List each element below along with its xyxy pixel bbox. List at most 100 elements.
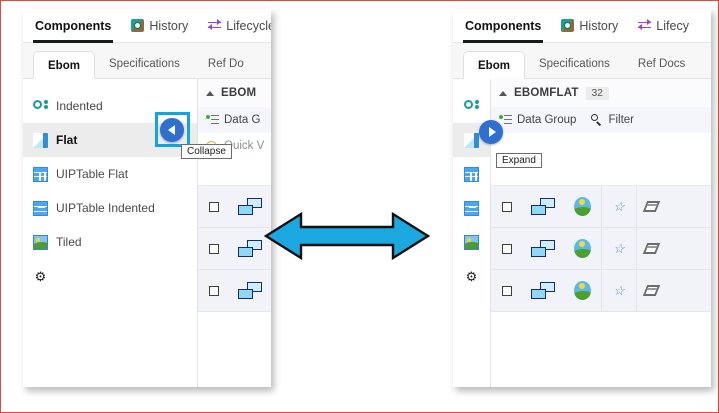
sidebar-item-settings[interactable]: ⚙: [453, 259, 490, 293]
tab-components[interactable]: Components: [462, 9, 544, 43]
part-icon: [230, 282, 270, 299]
left-group-header: EBOM: [198, 79, 271, 107]
sidebar-item-uiptable-flat[interactable]: UIPTable Flat: [23, 157, 197, 191]
chevron-up-icon[interactable]: [206, 90, 214, 96]
gear-icon: ⚙: [34, 268, 47, 284]
expand-tooltip: Expand: [496, 153, 542, 168]
sidebar-item-uiptable-flat[interactable]: [453, 157, 490, 191]
left-data-group-label: Data G: [224, 114, 261, 126]
chevron-right-icon: [488, 127, 496, 137]
part-icon: [523, 282, 563, 299]
tab-lifecycle-label: Lifecycle: [226, 18, 271, 33]
left-quick-view-label: Quick V: [224, 140, 265, 152]
tag-icon: [636, 270, 671, 311]
sidebar-item-uiptable-flat-label: UIPTable Flat: [56, 167, 129, 181]
row-checkbox[interactable]: [198, 201, 230, 212]
left-top-nav: Components History Lifecycle: [23, 9, 271, 43]
chevron-left-icon: [167, 125, 175, 135]
right-panel-collapsed-sidebar: Components History Lifecy Ebom Specifica…: [453, 9, 711, 387]
history-icon: [561, 19, 575, 32]
sidebar-item-uiptable-indented[interactable]: UIPTable Indented: [23, 191, 197, 225]
uiptable-flat-icon: [33, 166, 48, 182]
flat-icon: [33, 132, 48, 148]
right-filter-label: Filter: [608, 114, 635, 126]
chevron-up-icon[interactable]: [499, 90, 507, 96]
tiled-icon: [464, 234, 479, 250]
gear-icon: ⚙: [465, 268, 478, 284]
part-icon: [523, 240, 563, 257]
tag-icon: [636, 186, 671, 227]
left-panel-expanded-sidebar: Components History Lifecycle Ebom Specif…: [23, 9, 271, 387]
left-body-split: Indented Flat UIPTable Flat UIPTable Ind…: [23, 79, 271, 387]
tab-lifecycle-label: Lifecy: [656, 18, 689, 33]
sidebar-item-tiled[interactable]: Tiled: [23, 225, 197, 259]
right-data-group-button[interactable]: Data Group: [499, 114, 576, 127]
subtab-specifications[interactable]: Specifications: [108, 58, 180, 70]
expand-button[interactable]: [479, 120, 503, 144]
row-checkbox[interactable]: [491, 285, 523, 296]
row-checkbox[interactable]: [198, 243, 230, 254]
right-toolbar: Data Group Filter: [491, 107, 711, 133]
uiptable-indented-icon: [464, 200, 479, 216]
data-group-icon: [206, 114, 219, 127]
sidebar-item-tiled-label: Tiled: [56, 235, 82, 249]
uiptable-indented-icon: [33, 200, 48, 216]
tiled-icon: [33, 234, 48, 250]
globe-icon: [563, 239, 601, 258]
star-icon[interactable]: ☆: [601, 186, 636, 227]
row-checkbox[interactable]: [491, 201, 523, 212]
left-sub-tabs: Ebom Specifications Ref Do: [23, 43, 271, 79]
subtab-ebom[interactable]: Ebom: [33, 51, 95, 79]
tab-lifecycle[interactable]: Lifecy: [638, 9, 689, 43]
sidebar-item-uiptable-indented[interactable]: [453, 191, 490, 225]
star-icon[interactable]: ☆: [601, 228, 636, 269]
sidebar-item-indented[interactable]: [453, 89, 490, 123]
globe-icon: [563, 197, 601, 216]
row-checkbox[interactable]: [491, 243, 523, 254]
table-row[interactable]: ☆: [491, 228, 711, 270]
data-group-icon: [499, 114, 512, 127]
magnifier-icon: [590, 113, 603, 127]
right-filter-button[interactable]: Filter: [590, 113, 635, 127]
right-group-badge: 32: [585, 86, 609, 100]
sidebar-item-indented[interactable]: Indented: [23, 89, 197, 123]
row-checkbox[interactable]: [198, 285, 230, 296]
table-row[interactable]: [198, 228, 271, 270]
history-icon: [131, 19, 145, 32]
tab-components-label: Components: [35, 18, 112, 33]
part-icon: [523, 198, 563, 215]
subtab-specifications[interactable]: Specifications: [538, 58, 610, 70]
tab-lifecycle[interactable]: Lifecycle: [208, 9, 271, 43]
sidebar-item-settings[interactable]: ⚙: [23, 259, 197, 293]
table-row[interactable]: [198, 270, 271, 312]
table-row[interactable]: ☆: [491, 270, 711, 312]
right-top-nav: Components History Lifecy: [453, 9, 711, 43]
subtab-ref-docs[interactable]: Ref Do: [207, 58, 244, 70]
subtab-ebom[interactable]: Ebom: [463, 51, 525, 79]
tab-history[interactable]: History: [561, 9, 618, 43]
collapse-button-highlight: [155, 112, 190, 147]
subtab-ref-docs[interactable]: Ref Docs: [637, 58, 686, 70]
right-rows: ☆ ☆ ☆: [491, 159, 711, 312]
sidebar-item-uiptable-indented-label: UIPTable Indented: [56, 201, 155, 215]
right-group-name: EBOMFLAT: [514, 87, 579, 99]
table-row[interactable]: ☆: [491, 186, 711, 228]
left-data-group-button[interactable]: Data G: [206, 114, 260, 127]
tab-components-label: Components: [465, 18, 542, 33]
sidebar-item-indented-label: Indented: [56, 99, 103, 113]
table-row[interactable]: [198, 186, 271, 228]
right-content-area: EBOMFLAT 32 Data Group Filter: [491, 79, 711, 387]
collapse-tooltip: Collapse: [181, 144, 232, 159]
globe-icon: [563, 281, 601, 300]
indented-icon: [464, 99, 479, 114]
right-group-header: EBOMFLAT 32: [491, 79, 711, 107]
part-icon: [230, 198, 270, 215]
tab-history[interactable]: History: [131, 9, 188, 43]
sidebar-item-tiled[interactable]: [453, 225, 490, 259]
tab-components[interactable]: Components: [32, 9, 114, 43]
star-icon[interactable]: ☆: [601, 270, 636, 311]
left-toolbar: Data G: [198, 107, 271, 133]
collapse-button[interactable]: [160, 118, 184, 142]
left-column-header-row: [198, 159, 271, 186]
right-data-group-label: Data Group: [517, 114, 577, 126]
